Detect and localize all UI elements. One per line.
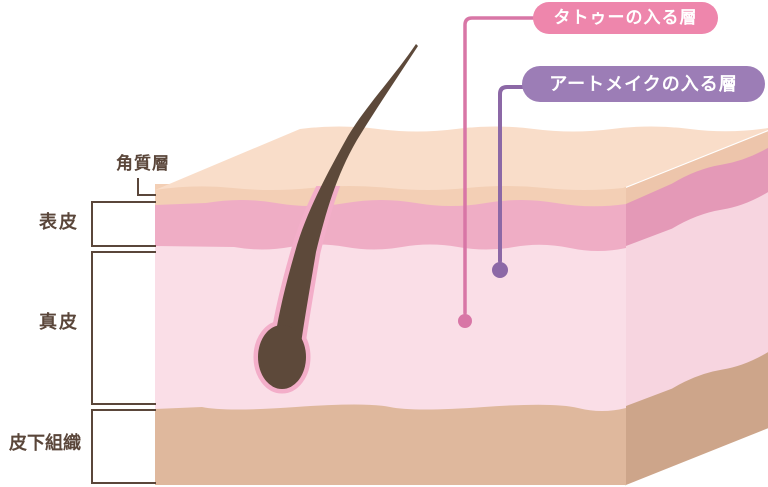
tattoo-layer-badge: タトゥーの入る層 [533, 2, 718, 34]
hair [258, 44, 418, 389]
epidermis-label: 表皮 [39, 212, 79, 232]
artmakeup-leader-line [498, 85, 525, 263]
epidermis-front-face [155, 197, 626, 251]
skin-side-face [625, 129, 768, 486]
skin-top-face [155, 126, 768, 190]
dermis-front-face [155, 240, 626, 411]
stratum-corneum-pointer [137, 178, 156, 196]
epidermis-side-face [625, 138, 768, 247]
subcutaneous-bracket [91, 409, 156, 484]
stratum-corneum-side-face [625, 129, 768, 205]
hair-shaft [275, 44, 418, 344]
subcutaneous-label: 皮下組織 [9, 433, 81, 453]
subcutaneous-front-face [155, 392, 626, 485]
layer-brackets [91, 178, 156, 484]
stratum-corneum-label: 角質層 [116, 154, 170, 173]
hair-bulb [258, 325, 306, 389]
skin-front-face [155, 184, 626, 485]
dermis-side-face [625, 181, 768, 407]
subcutaneous-side-face [625, 333, 768, 486]
dermis-label: 真皮 [39, 312, 79, 332]
dermis-bracket [91, 251, 156, 405]
artmakeup-layer-badge: アートメイクの入る層 [522, 66, 765, 102]
epidermis-bracket [91, 201, 156, 247]
tattoo-depth-dot [458, 314, 472, 328]
tattoo-leader-line [463, 16, 536, 315]
artmakeup-depth-dot [492, 262, 508, 278]
